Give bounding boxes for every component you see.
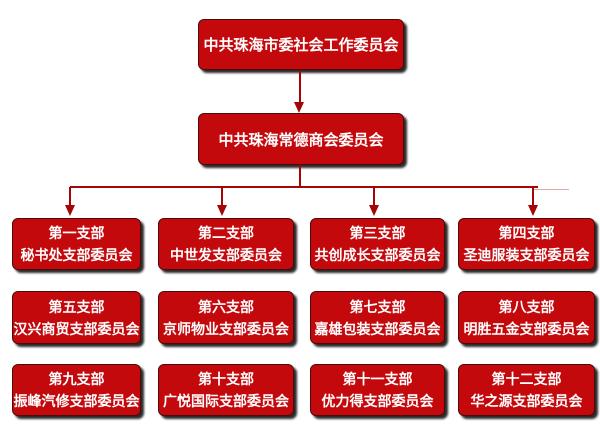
connector-drop-4 — [532, 187, 534, 206]
branch-name: 汉兴商贸支部委员会 — [13, 320, 140, 337]
connector-stray-line — [533, 189, 569, 190]
connector-drop-1 — [69, 187, 71, 206]
branch-number: 第一支部 — [48, 225, 105, 241]
connector-drop-3 — [373, 187, 375, 206]
org-box-branch-5: 第五支部 汉兴商贸支部委员会 — [12, 291, 141, 344]
org-box-branch-2: 第二支部 中世发支部委员会 — [158, 218, 294, 270]
org-box-parent: 中共珠海常德商会委员会 — [198, 113, 404, 165]
branch-name: 圣迪服装支部委员会 — [463, 247, 590, 263]
connector-rail — [70, 186, 538, 188]
org-box-branch-11: 第十一支部 优力得支部委员会 — [310, 364, 445, 416]
branch-number: 第十支部 — [198, 371, 254, 387]
branch-number: 第四支部 — [498, 225, 555, 241]
org-box-branch-10: 第十支部 广悦国际支部委员会 — [158, 364, 294, 416]
org-box-branch-7: 第七支部 嘉雄包装支部委员会 — [310, 291, 445, 344]
branch-name: 嘉雄包装支部委员会 — [314, 320, 441, 337]
branch-name: 华之源支部委员会 — [470, 393, 583, 409]
org-box-branch-1: 第一支部 秘书处支部委员会 — [12, 218, 141, 270]
connector-root-parent-line — [299, 71, 301, 104]
org-box-parent-label: 中共珠海常德商会委员会 — [218, 131, 384, 149]
arrow-down-icon — [65, 205, 75, 216]
connector-parent-stem — [299, 165, 301, 187]
branch-name: 共创成长支部委员会 — [314, 247, 441, 263]
branch-number: 第五支部 — [48, 298, 105, 315]
branch-number: 第十一支部 — [342, 371, 413, 387]
branch-name: 广悦国际支部委员会 — [163, 393, 289, 409]
org-box-root-label: 中共珠海市委社会工作委员会 — [203, 37, 399, 54]
branch-number: 第七支部 — [349, 298, 406, 315]
org-box-branch-3: 第三支部 共创成长支部委员会 — [310, 218, 445, 270]
org-box-branch-6: 第六支部 京师物业支部委员会 — [158, 291, 294, 344]
arrow-down-icon — [369, 205, 379, 216]
arrow-down-icon — [528, 205, 538, 216]
branch-name: 中世发支部委员会 — [170, 247, 282, 263]
arrow-down-icon — [217, 205, 227, 216]
org-box-branch-9: 第九支部 振峰汽修支部委员会 — [12, 364, 141, 416]
connector-drop-2 — [221, 187, 223, 206]
branch-number: 第八支部 — [498, 298, 555, 315]
arrow-down-icon — [294, 102, 304, 113]
branch-number: 第二支部 — [198, 225, 254, 241]
branch-name: 振峰汽修支部委员会 — [13, 393, 140, 409]
branch-name: 明胜五金支部委员会 — [463, 320, 590, 337]
branch-name: 优力得支部委员会 — [321, 393, 434, 409]
org-box-branch-12: 第十二支部 华之源支部委员会 — [458, 364, 595, 416]
branch-number: 第三支部 — [349, 225, 406, 241]
branch-number: 第十二支部 — [491, 371, 562, 387]
org-box-branch-4: 第四支部 圣迪服装支部委员会 — [458, 218, 595, 270]
branch-number: 第九支部 — [48, 371, 105, 387]
org-box-branch-8: 第八支部 明胜五金支部委员会 — [458, 291, 595, 344]
branch-name: 秘书处支部委员会 — [20, 247, 133, 263]
org-box-root: 中共珠海市委社会工作委员会 — [198, 19, 404, 70]
branch-name: 京师物业支部委员会 — [163, 320, 289, 337]
branch-number: 第六支部 — [198, 298, 254, 315]
